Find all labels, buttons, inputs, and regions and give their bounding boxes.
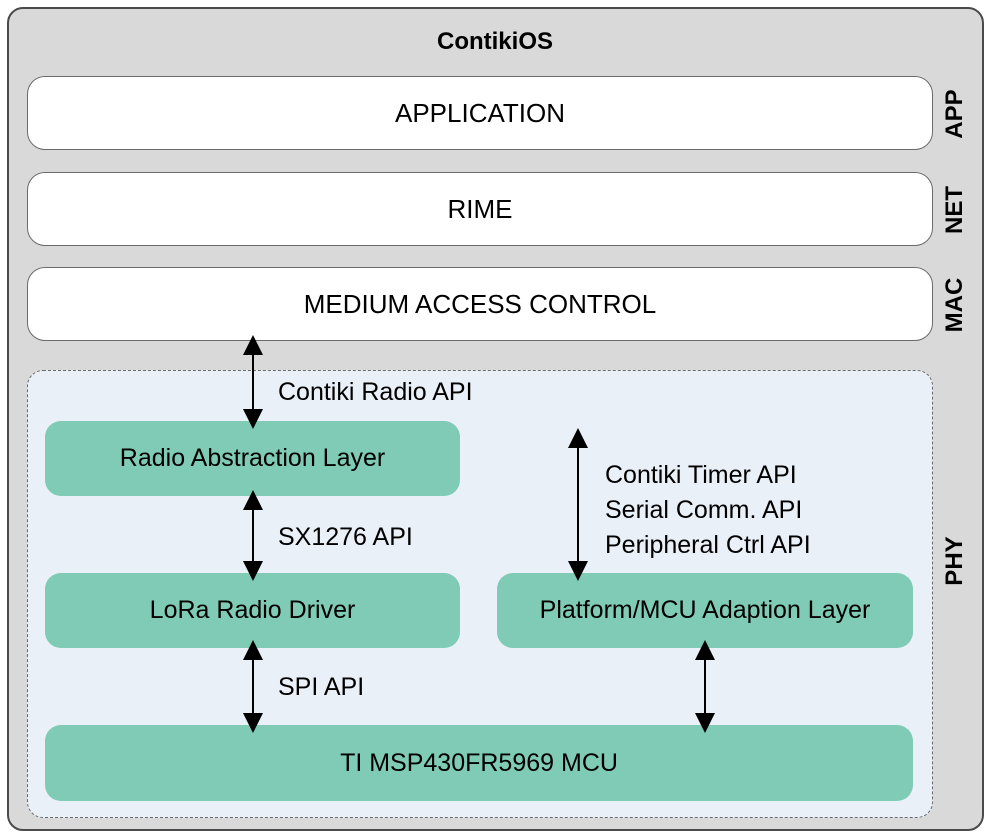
lora-radio-driver-box: LoRa Radio Driver xyxy=(45,573,460,648)
diagram-title: ContikiOS xyxy=(436,28,553,55)
mac-layer: MEDIUM ACCESS CONTROL xyxy=(27,267,933,341)
application-layer: APPLICATION xyxy=(27,76,933,150)
platform-api-list: Contiki Timer API Serial Comm. API Perip… xyxy=(605,458,811,563)
serial-comm-api-label: Serial Comm. API xyxy=(605,496,803,524)
contiki-radio-api-label: Contiki Radio API xyxy=(278,378,473,406)
mcu-box: TI MSP430FR5969 MCU xyxy=(45,725,913,801)
radio-abstraction-layer-box: Radio Abstraction Layer xyxy=(45,421,460,496)
contiki-timer-api-label: Contiki Timer API xyxy=(605,461,797,489)
sx1276-api-label: SX1276 API xyxy=(278,523,413,551)
spi-api-label: SPI API xyxy=(278,673,365,701)
platform-mcu-adaption-layer-box: Platform/MCU Adaption Layer xyxy=(497,573,913,648)
rime-layer: RIME xyxy=(27,172,933,246)
peripheral-ctrl-api-label: Peripheral Ctrl API xyxy=(605,531,811,559)
